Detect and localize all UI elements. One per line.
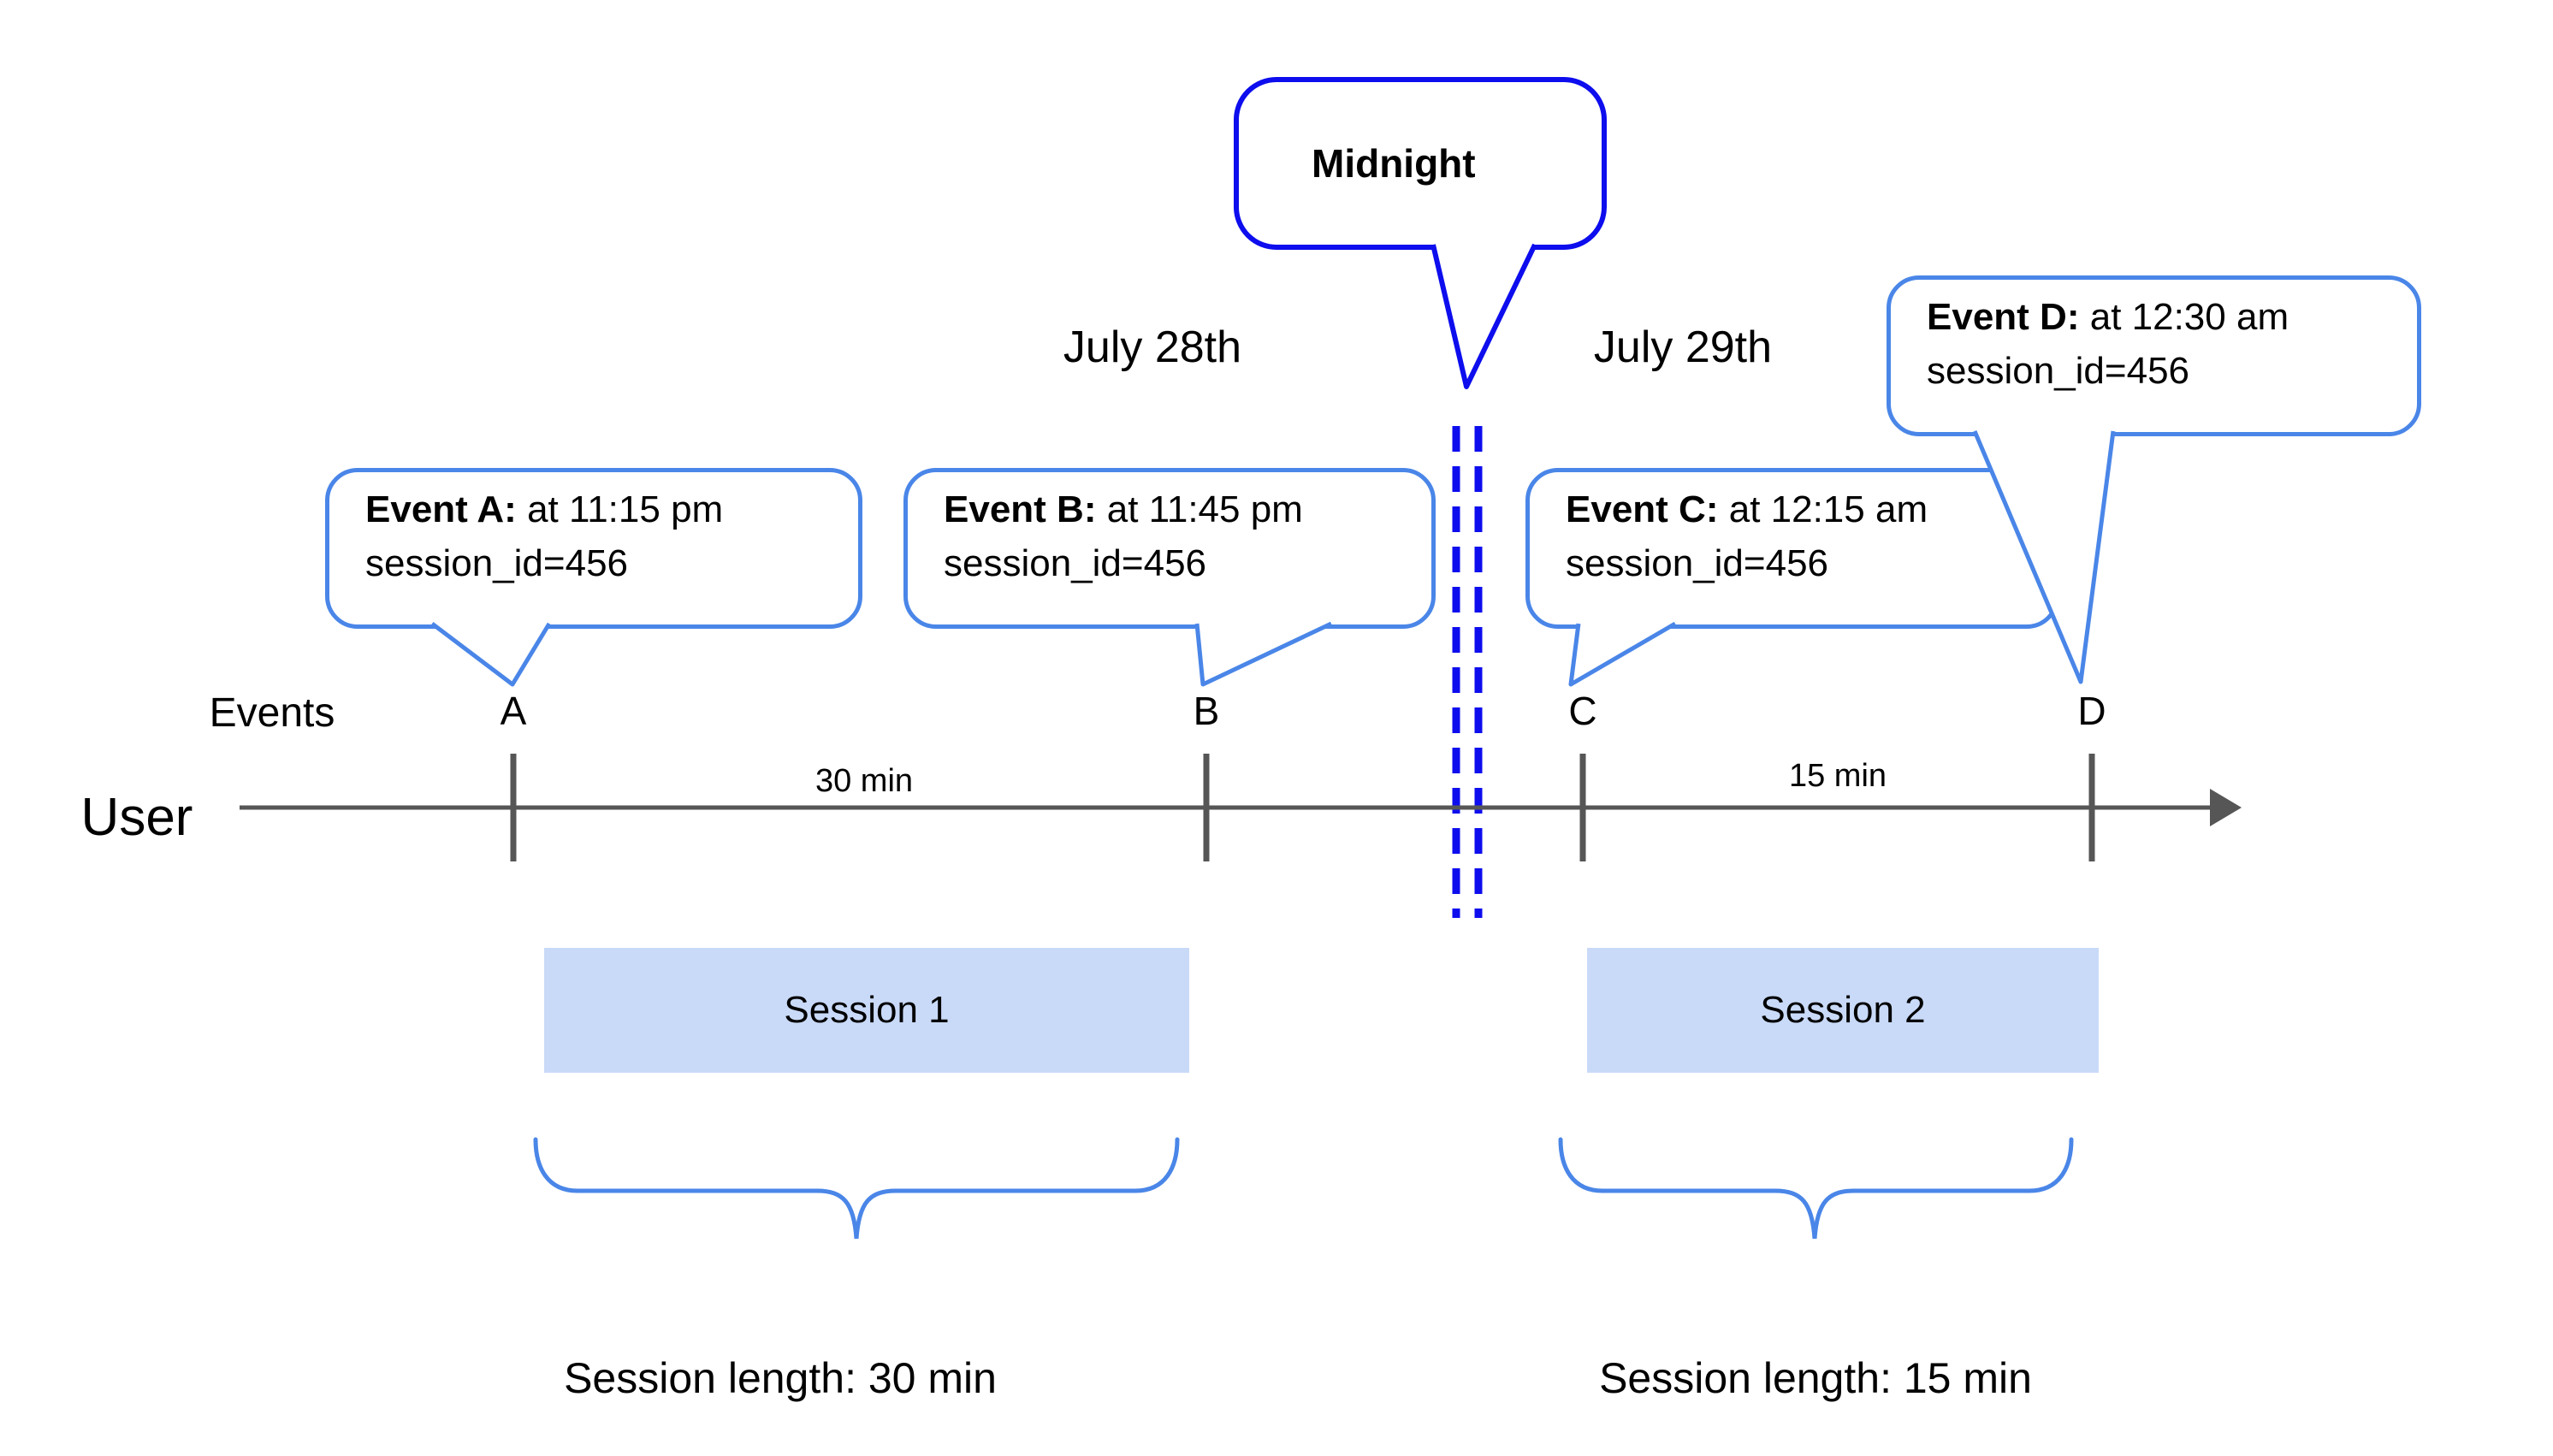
session-1-length-label: Session length: 30 min	[564, 1354, 997, 1402]
event-d-title: Event D:	[1927, 296, 2080, 338]
tick-label-c: C	[1568, 689, 1597, 733]
event-a-line1: Event A: at 11:15 pm	[365, 482, 858, 536]
session-1-brace	[533, 1137, 1180, 1240]
event-b-callout-bubble: Event B: at 11:45 pm session_id=456	[903, 468, 1436, 629]
session-1-box: Session 1	[544, 948, 1189, 1073]
events-row-label: Events	[209, 690, 335, 736]
event-c-title: Event C:	[1566, 488, 1719, 530]
event-d-callout-bubble: Event D: at 12:30 am session_id=456	[1887, 275, 2421, 436]
user-row-label: User	[80, 788, 193, 847]
timeline-arrowhead-icon	[2210, 789, 2242, 826]
event-d-time: at 12:30 am	[2089, 296, 2289, 338]
session-2-length-label: Session length: 15 min	[1599, 1354, 2032, 1402]
session-2-brace	[1558, 1137, 2074, 1240]
day-label-july-28: July 28th	[1063, 323, 1242, 372]
event-b-line1: Event B: at 11:45 pm	[944, 482, 1431, 536]
event-d-session-id: session_id=456	[1927, 350, 2190, 392]
event-c-callout-bubble: Event C: at 12:15 am session_id=456	[1525, 468, 2059, 629]
event-a-session-id: session_id=456	[365, 542, 629, 584]
event-c-bubble-tail	[1568, 621, 1677, 687]
event-d-line1: Event D: at 12:30 am	[1927, 290, 2417, 344]
session-2-label: Session 2	[1760, 989, 1926, 1031]
event-b-time: at 11:45 pm	[1106, 488, 1303, 530]
gap-label-15-min: 15 min	[1788, 758, 1887, 794]
gap-label-30-min: 30 min	[814, 763, 914, 799]
session-1-label: Session 1	[784, 989, 950, 1031]
midnight-label: Midnight	[1312, 141, 1476, 186]
event-b-session-id: session_id=456	[944, 542, 1207, 584]
tick-label-b: B	[1193, 689, 1220, 733]
event-a-callout-bubble: Event A: at 11:15 pm session_id=456	[325, 468, 862, 629]
event-b-bubble-tail	[1194, 621, 1333, 687]
session-2-box: Session 2	[1587, 948, 2099, 1073]
event-c-session-id: session_id=456	[1566, 542, 1829, 584]
day-label-july-29: July 29th	[1593, 323, 1773, 372]
tick-label-a: A	[500, 689, 527, 733]
event-c-time: at 12:15 am	[1728, 488, 1928, 530]
event-b-title: Event B:	[944, 488, 1097, 530]
event-a-time: at 11:15 pm	[527, 488, 724, 530]
event-a-title: Event A:	[365, 488, 517, 530]
tick-label-d: D	[2077, 689, 2106, 733]
event-c-line1: Event C: at 12:15 am	[1566, 482, 2055, 536]
midnight-callout-bubble: Midnight	[1234, 77, 1607, 250]
event-a-bubble-tail	[430, 622, 552, 687]
